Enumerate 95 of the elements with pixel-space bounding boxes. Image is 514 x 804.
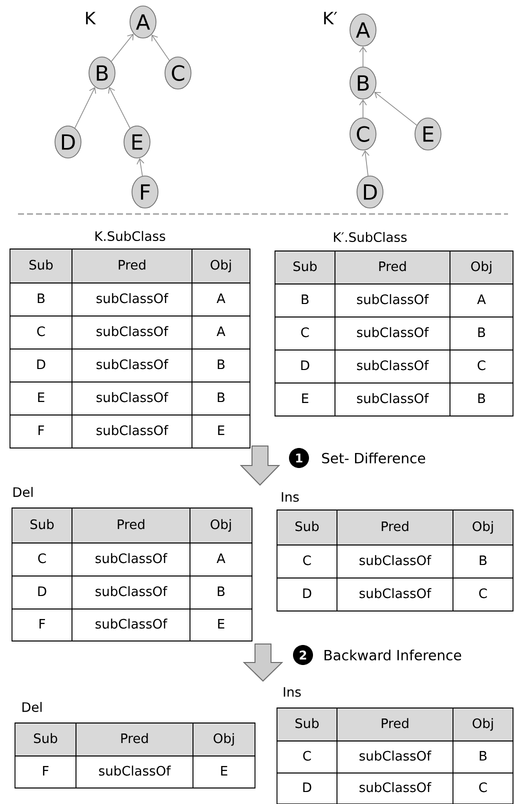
table-cell: B	[192, 348, 250, 382]
table-cell: B	[452, 740, 514, 774]
arrow	[362, 150, 370, 176]
tree-node: B	[350, 66, 376, 100]
header-cell: Obj	[452, 708, 514, 742]
table-cell: subClassOf	[334, 284, 450, 318]
table-cell: A	[450, 284, 514, 318]
header-cell: Pred	[76, 722, 194, 756]
tree-label: K′	[324, 12, 338, 24]
header-cell: Pred	[72, 508, 190, 544]
table-cell: D	[276, 578, 338, 612]
header-cell: Obj	[192, 248, 250, 284]
table-cell: D	[274, 350, 336, 384]
tree-node: C	[164, 56, 192, 90]
table-title: Del	[13, 486, 33, 498]
header-cell: Obj	[190, 508, 252, 544]
table-cell: C	[276, 544, 338, 578]
table-cell: D	[12, 576, 72, 610]
tree-node: A	[130, 6, 156, 38]
arrow	[74, 87, 96, 128]
table-cell: subClassOf	[336, 740, 454, 774]
tree-node: C	[350, 118, 376, 150]
table-cell: A	[192, 282, 250, 316]
table-cell: E	[192, 756, 256, 788]
arrow	[136, 158, 144, 176]
table-cell: D	[10, 348, 72, 382]
table-cell: D	[276, 772, 338, 804]
header-cell: Sub	[276, 708, 338, 742]
header-cell: Obj	[192, 722, 256, 756]
table-cell: subClassOf	[334, 316, 450, 350]
step-badge: 2	[293, 645, 313, 665]
arrow	[359, 99, 367, 118]
step-badge: 1	[289, 448, 309, 468]
table-cell: A	[192, 316, 250, 350]
table-cell: F	[10, 414, 72, 448]
table-cell: subClassOf	[336, 578, 454, 612]
table-cell: subClassOf	[336, 544, 454, 578]
table-cell: C	[10, 316, 72, 350]
table-title: K′.SubClass	[334, 232, 407, 242]
header-cell: Sub	[12, 508, 72, 544]
table-cell: E	[274, 382, 336, 416]
table-cell: C	[452, 578, 514, 612]
table-cell: subClassOf	[72, 608, 190, 642]
table-cell: subClassOf	[336, 772, 454, 804]
table-cell: subClassOf	[76, 756, 194, 788]
table-cell: subClassOf	[334, 382, 450, 416]
table-cell: C	[12, 542, 72, 576]
table-title: Ins	[282, 492, 299, 502]
arrow	[152, 34, 170, 61]
table-cell: B	[450, 316, 514, 350]
table-cell: B	[192, 382, 250, 416]
table-cell: F	[14, 756, 76, 788]
tree-node: E	[414, 118, 442, 150]
arrow	[111, 34, 134, 62]
header-cell: Sub	[14, 722, 76, 756]
table-cell: subClassOf	[72, 576, 190, 610]
table-cell: C	[452, 772, 514, 804]
tree-label: K	[86, 12, 96, 24]
header-cell: Sub	[10, 248, 72, 284]
tree-node: A	[350, 14, 376, 46]
table-cell: B	[450, 382, 514, 416]
table-cell: C	[450, 350, 514, 384]
tree-node: E	[124, 126, 150, 158]
header-cell: Pred	[334, 250, 450, 284]
table-cell: subClassOf	[72, 542, 190, 576]
arrow	[359, 46, 367, 68]
tree-node: B	[88, 56, 116, 90]
table-cell: B	[10, 282, 72, 316]
table-title: K.SubClass	[95, 230, 166, 242]
table-cell: F	[12, 608, 72, 642]
table-cell: subClassOf	[334, 350, 450, 384]
tree-node: D	[356, 176, 384, 208]
arrow	[374, 92, 418, 126]
table-cell: E	[190, 608, 252, 642]
header-cell: Obj	[450, 250, 514, 284]
step-label: Set- Difference	[322, 452, 426, 464]
table-cell: B	[190, 576, 252, 610]
step-label: Backward Inference	[324, 650, 462, 660]
tree-node: F	[132, 176, 158, 208]
header-cell: Pred	[336, 708, 454, 742]
tree-node: D	[54, 126, 82, 158]
table-cell: C	[276, 740, 338, 774]
table-title: Del	[22, 702, 42, 712]
table-title: Ins	[284, 687, 301, 697]
table-cell: E	[192, 414, 250, 448]
table-cell: B	[274, 284, 336, 318]
table-cell: E	[10, 382, 72, 416]
header-cell: Obj	[452, 510, 514, 546]
header-cell: Pred	[336, 510, 454, 546]
table-cell: A	[190, 542, 252, 576]
header-cell: Sub	[276, 510, 338, 546]
table-cell: B	[452, 544, 514, 578]
arrow	[108, 86, 130, 128]
table-cell: C	[274, 316, 336, 350]
header-cell: Sub	[274, 250, 336, 284]
